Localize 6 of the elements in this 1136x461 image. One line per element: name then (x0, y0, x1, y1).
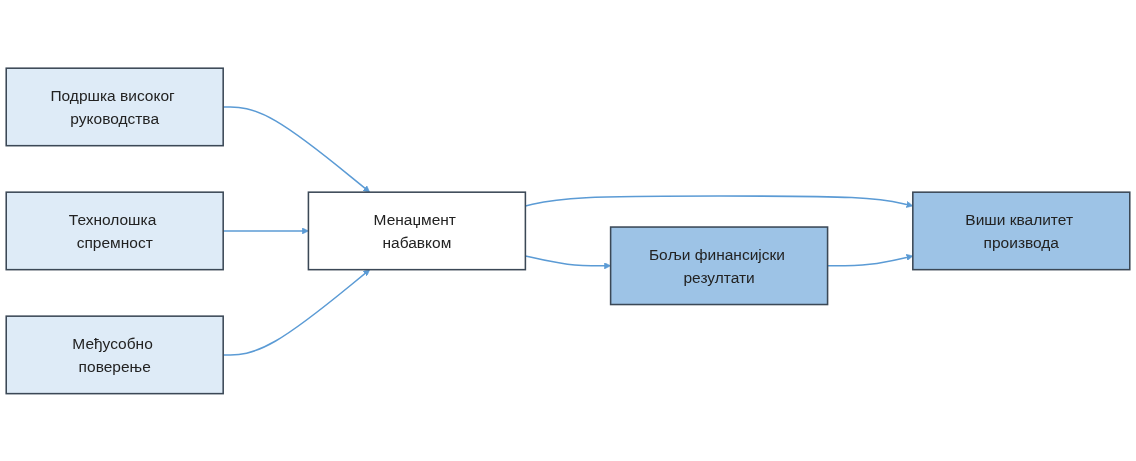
node-box: Виши квалитет производа (912, 191, 1131, 270)
node-box: Подршка високог руководства (5, 67, 224, 147)
node-box: Технолошка спремност (5, 191, 224, 270)
node-box: Бољи финансијски резултати (609, 225, 829, 305)
node-box: Међусобно поверење (5, 314, 224, 394)
node-box: Менаџмент набавком (307, 191, 527, 270)
